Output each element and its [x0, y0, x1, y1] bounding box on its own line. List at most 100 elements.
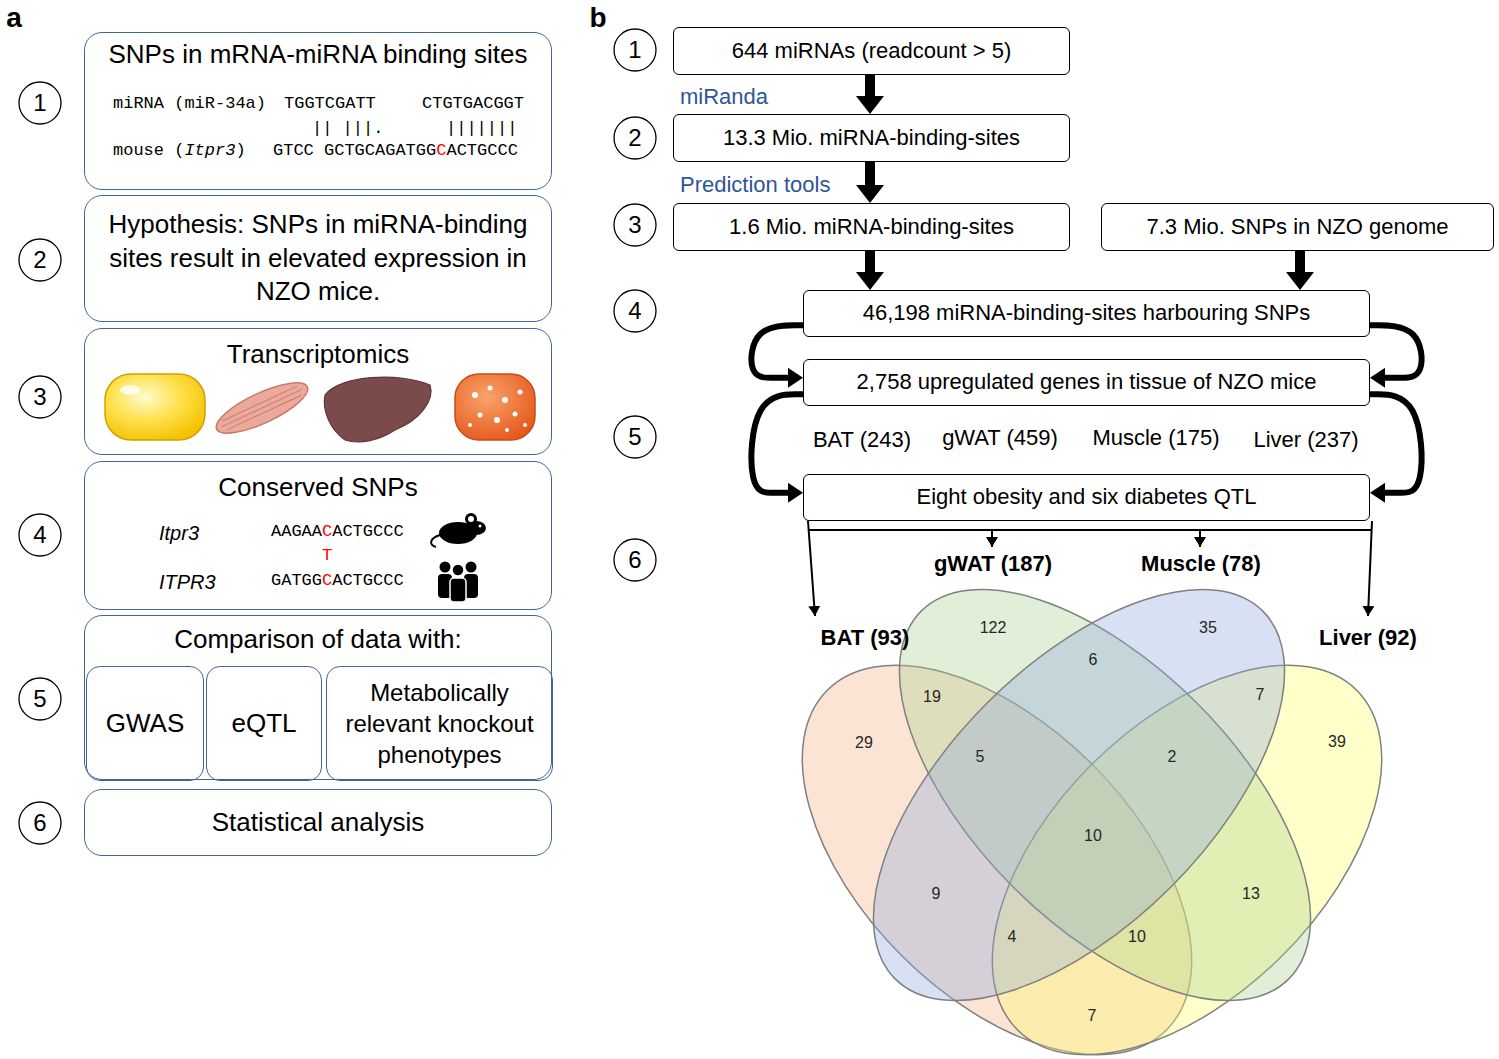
venn-count: 5 [976, 748, 985, 766]
people-icon [452, 564, 464, 576]
qtl-split-lines [808, 521, 1372, 616]
tissue-count: BAT (243) [813, 427, 911, 452]
node-text: Comparison of data with: [85, 624, 551, 655]
node-text: GTCC GCTGCAGATGGCACTGCCC [273, 141, 518, 161]
text-run: C [436, 141, 446, 160]
flow-arrow [751, 394, 803, 493]
node-text: Statistical analysis [212, 806, 424, 840]
step-box: Hypothesis: SNPs in miRNA-binding sites … [84, 195, 552, 322]
step-box: Statistical analysis [84, 789, 552, 856]
venn-count: 10 [1084, 827, 1102, 845]
brown-fat-icon [494, 417, 500, 423]
venn-count: 4 [1008, 928, 1017, 946]
node-text: Itpr3 [159, 521, 199, 545]
node-text: 4 [628, 295, 641, 326]
step-number: 6 [18, 801, 62, 845]
node-text: 644 miRNAs (readcount > 5) [732, 37, 1011, 66]
text-run: C [322, 571, 332, 590]
flow-arrow [865, 162, 875, 185]
step-circle [614, 117, 656, 159]
process-box: 644 miRNAs (readcount > 5) [673, 27, 1070, 75]
node-text: Eight obesity and six diabetes QTL [917, 483, 1257, 512]
node-text: 1 [628, 34, 641, 65]
step-circle [19, 802, 61, 844]
text-run: GTCC GCTGCAGATGG [273, 141, 436, 160]
text-run: C [322, 522, 332, 541]
tissue-count: gWAT (459) [942, 425, 1058, 450]
brown-fat-icon [472, 392, 478, 398]
venn-count: 35 [1199, 619, 1217, 637]
process-box: 7.3 Mio. SNPs in NZO genome [1101, 203, 1494, 251]
process-box: 13.3 Mio. miRNA-binding-sites [673, 114, 1070, 162]
text-run: ACTGCCC [446, 141, 517, 160]
data-source-box: GWAS [86, 666, 204, 781]
node-text: Metabolically relevant knockout phenotyp… [335, 677, 544, 771]
text-run: mouse ( [113, 141, 184, 160]
edge-label: miRanda [680, 84, 768, 109]
node-text: 46,198 miRNA-binding-sites harbouring SN… [863, 299, 1311, 328]
step-circle [19, 239, 61, 281]
venn-count: 19 [923, 688, 941, 706]
step-circle [614, 29, 656, 71]
node-text: 2 [33, 244, 46, 275]
brown-fat-icon [478, 413, 483, 418]
brown-fat-icon [455, 374, 535, 440]
muscle-icon [210, 373, 313, 442]
step-box: Conserved SNPsItpr3AAGAACACTGCCCTITPR3GA… [84, 461, 552, 610]
step-box: SNPs in mRNA-miRNA binding sitesmiRNA (m… [84, 32, 552, 190]
step-number: 4 [613, 289, 657, 333]
node-text: Hypothesis: SNPs in miRNA-binding sites … [93, 208, 543, 309]
node-text: 6 [33, 807, 46, 838]
panel-letter: b [589, 2, 606, 34]
step-number: 3 [18, 375, 62, 419]
node-text: Transcriptomics [85, 339, 551, 370]
venn-count: 2 [1168, 748, 1177, 766]
muscle-icon [210, 373, 313, 442]
people-icon [450, 578, 466, 602]
liver-icon [324, 377, 431, 442]
venn-count: 7 [1256, 686, 1265, 704]
flow-arrow [865, 75, 875, 96]
venn-count: 122 [980, 619, 1007, 637]
node-text: T [322, 546, 332, 566]
muscle-icon [222, 389, 302, 426]
venn-count: 9 [932, 885, 941, 903]
white-fat-icon [120, 385, 140, 395]
people-icon [440, 562, 451, 573]
node-text: 7.3 Mio. SNPs in NZO genome [1146, 213, 1448, 242]
step-number: 3 [613, 203, 657, 247]
tissue-count: Muscle (175) [1092, 425, 1219, 450]
set-label: BAT (93) [821, 625, 910, 650]
process-box: 2,758 upregulated genes in tissue of NZO… [803, 359, 1370, 406]
node-text: 6 [628, 544, 641, 575]
brown-fat-icon [523, 423, 527, 427]
brown-fat-icon [468, 386, 527, 433]
step-number: 1 [613, 28, 657, 72]
text-run: ACTGCCC [332, 571, 403, 590]
flow-arrow [865, 251, 875, 272]
step-box: Comparison of data with:GWASeQTLMetaboli… [84, 615, 552, 780]
set-label: Muscle (78) [1141, 551, 1261, 576]
process-box: 1.6 Mio. miRNA-binding-sites [673, 203, 1070, 251]
mouse-icon [468, 516, 474, 522]
tissue-count: Liver (237) [1253, 427, 1358, 452]
node-text: 3 [33, 381, 46, 412]
venn-count: 13 [1242, 885, 1260, 903]
node-text: GWAS [106, 707, 184, 741]
data-source-box: Metabolically relevant knockout phenotyp… [326, 666, 553, 781]
step-circle [19, 678, 61, 720]
step-circle [19, 376, 61, 418]
qtl-split-lines [991, 530, 993, 547]
white-fat-icon [105, 374, 205, 440]
flow-arrow [1370, 394, 1422, 493]
step-number: 6 [613, 538, 657, 582]
set-label: Liver (92) [1319, 625, 1417, 650]
step-circle [19, 514, 61, 556]
node-text: mouse (Itpr3) [113, 141, 246, 161]
text-run: GATGG [271, 571, 322, 590]
node-text: AAGAACACTGCCC [271, 522, 404, 542]
brown-fat-icon [513, 412, 518, 417]
step-number: 2 [613, 116, 657, 160]
mouse-icon [479, 525, 482, 528]
flow-arrow [1370, 325, 1422, 378]
